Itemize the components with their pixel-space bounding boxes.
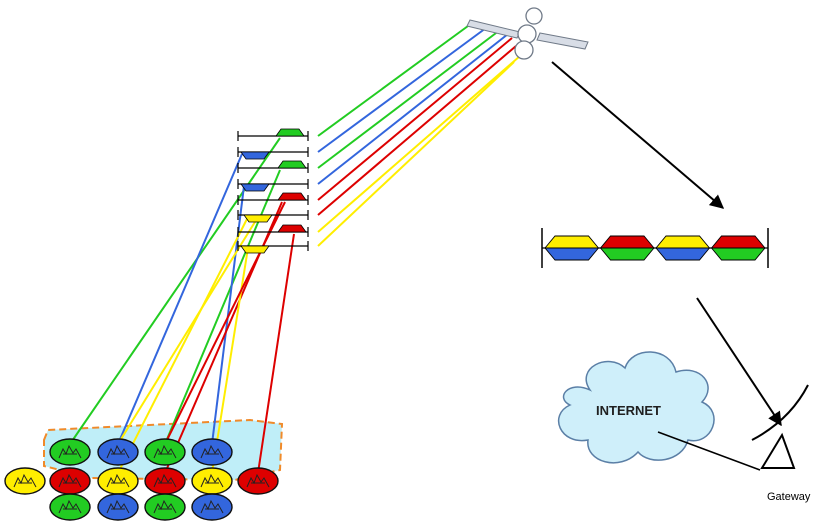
uplink-slot [237, 179, 309, 192]
uplink-slot [237, 128, 309, 141]
terminal-icon [49, 493, 91, 521]
uplink-slot [237, 147, 309, 160]
satellite-beams [317, 25, 521, 247]
terminal-icon [144, 438, 186, 466]
downlink-arrow [551, 61, 725, 209]
frame-slot [655, 235, 711, 261]
terminal-icon [97, 493, 139, 521]
terminal-icon [97, 438, 139, 466]
terminal-icon [4, 467, 46, 495]
terminal-icon [191, 493, 233, 521]
gateway-arrow [696, 297, 782, 427]
uplink-slot [237, 210, 309, 223]
terminal-icon [191, 467, 233, 495]
terminal-icon [49, 438, 91, 466]
gateway-dish-icon [751, 384, 809, 469]
terminal-icon [49, 467, 91, 495]
cloud-icon [558, 351, 715, 464]
terminal-icon [191, 438, 233, 466]
frame-slot [599, 235, 655, 261]
terminal-group [4, 438, 279, 521]
frame-slot [710, 235, 766, 261]
downlink-frame [541, 228, 769, 268]
uplink-time-slots [237, 128, 309, 254]
satellite-icon [466, 7, 589, 60]
uplink-slot [237, 224, 309, 237]
gateway-label: Gateway [767, 491, 811, 503]
uplink-slot [237, 192, 309, 205]
uplink-slot [237, 241, 309, 254]
uplink-slot [237, 160, 309, 173]
terminal-icon [97, 467, 139, 495]
internet-gateway-link [657, 431, 761, 471]
internet-label: INTERNET [596, 403, 661, 418]
terminal-icon [237, 467, 279, 495]
terminal-icon [144, 493, 186, 521]
frame-slot [544, 235, 600, 261]
terminal-icon [144, 467, 186, 495]
